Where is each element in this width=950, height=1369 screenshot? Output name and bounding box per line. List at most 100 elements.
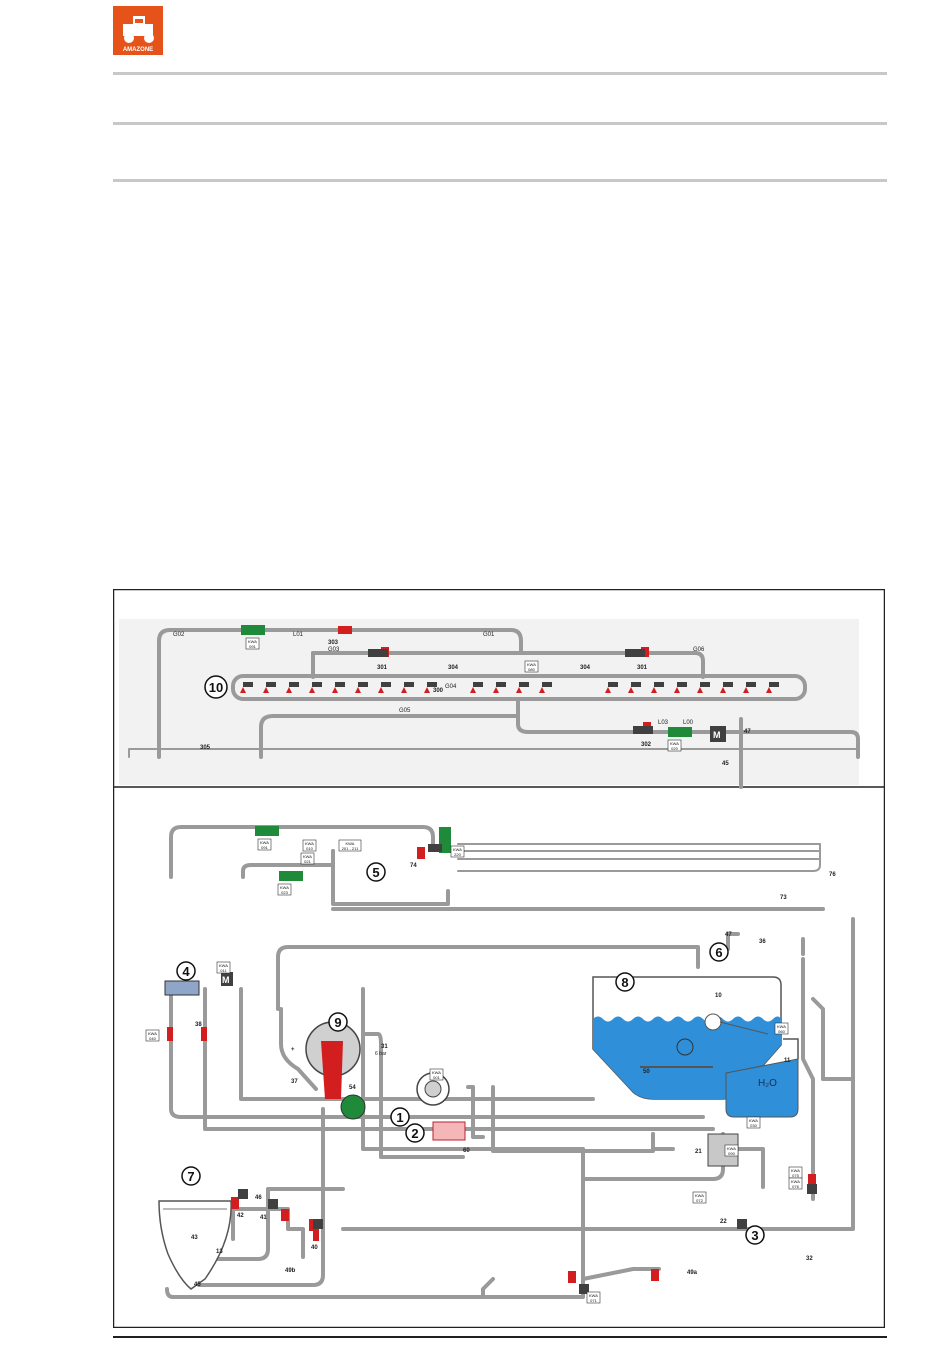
kwa-code: 023	[281, 890, 288, 895]
nozzle-body	[266, 682, 276, 687]
nozzle-valve	[332, 687, 338, 693]
label-45b: 45	[194, 1282, 201, 1288]
label-22: 22	[720, 1219, 727, 1225]
label-41: 41	[260, 1215, 267, 1221]
label-45: 45	[722, 761, 729, 767]
nozzle-body	[404, 682, 414, 687]
nozzle-valve	[743, 687, 749, 693]
label-37: 37	[291, 1079, 298, 1085]
kwa-code: 091	[261, 845, 268, 850]
kwa-prefix: KWA	[670, 741, 679, 746]
kwa-prefix: KWA	[749, 1118, 758, 1123]
label-301a: 301	[377, 665, 388, 671]
filter-2	[432, 1121, 466, 1141]
kwa-code: 011	[220, 968, 227, 973]
label-n6: 6	[715, 945, 722, 960]
label-76: 76	[829, 872, 836, 878]
kwa-code: 220	[454, 852, 461, 857]
logo-text: AMAZONE	[123, 47, 153, 53]
kwa-code: 075	[792, 1173, 799, 1178]
label-21: 21	[695, 1149, 702, 1155]
label-n2: 2	[411, 1126, 418, 1141]
label-n5: 5	[372, 865, 379, 880]
kwa-code: 030	[750, 1123, 757, 1128]
kwa-prefix: KWA	[148, 1031, 157, 1036]
filter-4	[164, 980, 200, 996]
label-46: 46	[255, 1195, 262, 1201]
nozzle-body	[654, 682, 664, 687]
kwa-prefix: KWA	[791, 1168, 800, 1173]
label-11: 11	[784, 1058, 791, 1064]
nozzle-valve	[697, 687, 703, 693]
kwa-prefix: KWA	[260, 840, 269, 845]
label-h2o: H₂O	[758, 1078, 777, 1089]
nozzle-valve	[516, 687, 522, 693]
nozzle-valve	[378, 687, 384, 693]
label-g03: G03	[328, 647, 340, 653]
footer-rule	[113, 1336, 887, 1338]
nozzle-body	[289, 682, 299, 687]
kwa-code: 072	[696, 1198, 703, 1203]
kwa-prefix: KWA	[346, 841, 355, 846]
nozzle-body	[243, 682, 253, 687]
label-n7: 7	[187, 1169, 194, 1184]
nozzle-valve	[355, 687, 361, 693]
kwa-prefix: KWA	[727, 1146, 736, 1151]
kwa-code: 091	[249, 644, 256, 649]
label-l03: L03	[658, 720, 669, 726]
kwa-code: 010	[306, 846, 313, 851]
kwa-code: 076	[792, 1184, 799, 1189]
label-42: 42	[237, 1213, 244, 1219]
nozzle-valve	[651, 687, 657, 693]
kwa-prefix: KWA	[303, 854, 312, 859]
label-bar: 6 bar	[375, 1051, 387, 1057]
kwa-prefix: KWA	[219, 963, 228, 968]
label-g06: G06	[693, 647, 705, 653]
nozzle-body	[700, 682, 710, 687]
sprayer-circuit-diagram: G02 L01 G01 G03 G06 G04 G05 L03 L00 303 …	[112, 588, 886, 1329]
label-49b: 49b	[285, 1268, 296, 1274]
label-304a: 304	[448, 665, 459, 671]
label-73: 73	[780, 895, 787, 901]
nozzle-valve	[720, 687, 726, 693]
kwa-code: 060	[778, 1029, 785, 1034]
induction-bowl	[158, 1200, 232, 1290]
nozzle-valve	[309, 687, 315, 693]
kwa-code: 071	[590, 1298, 597, 1303]
label-304b: 304	[580, 665, 591, 671]
freshwater-tank	[725, 1058, 799, 1118]
nozzle-body	[631, 682, 641, 687]
label-302: 302	[641, 742, 652, 748]
label-10: 10	[715, 993, 722, 999]
nozzle-valve	[286, 687, 292, 693]
nozzle-valve	[470, 687, 476, 693]
label-47a: 47	[744, 729, 751, 735]
label-n4: 4	[182, 964, 190, 979]
label-301b: 301	[637, 665, 648, 671]
header-rule-1	[113, 72, 887, 75]
label-40: 40	[311, 1245, 318, 1251]
label-n10: 10	[209, 680, 223, 695]
kwa-code: 201 - 211	[342, 846, 359, 851]
label-60: 60	[463, 1148, 470, 1154]
nozzle-valve	[240, 687, 246, 693]
header-rule-2	[113, 122, 887, 125]
label-g04: G04	[445, 684, 457, 690]
label-plus: +	[291, 1047, 295, 1053]
kwa-prefix: KWA	[453, 847, 462, 852]
nozzle-body	[723, 682, 733, 687]
label-g05: G05	[399, 708, 411, 714]
kwa-code: 080	[528, 667, 535, 672]
nozzle-body	[312, 682, 322, 687]
label-31: 31	[381, 1044, 388, 1050]
kwa-prefix: KWA	[791, 1179, 800, 1184]
nozzle-body	[542, 682, 552, 687]
